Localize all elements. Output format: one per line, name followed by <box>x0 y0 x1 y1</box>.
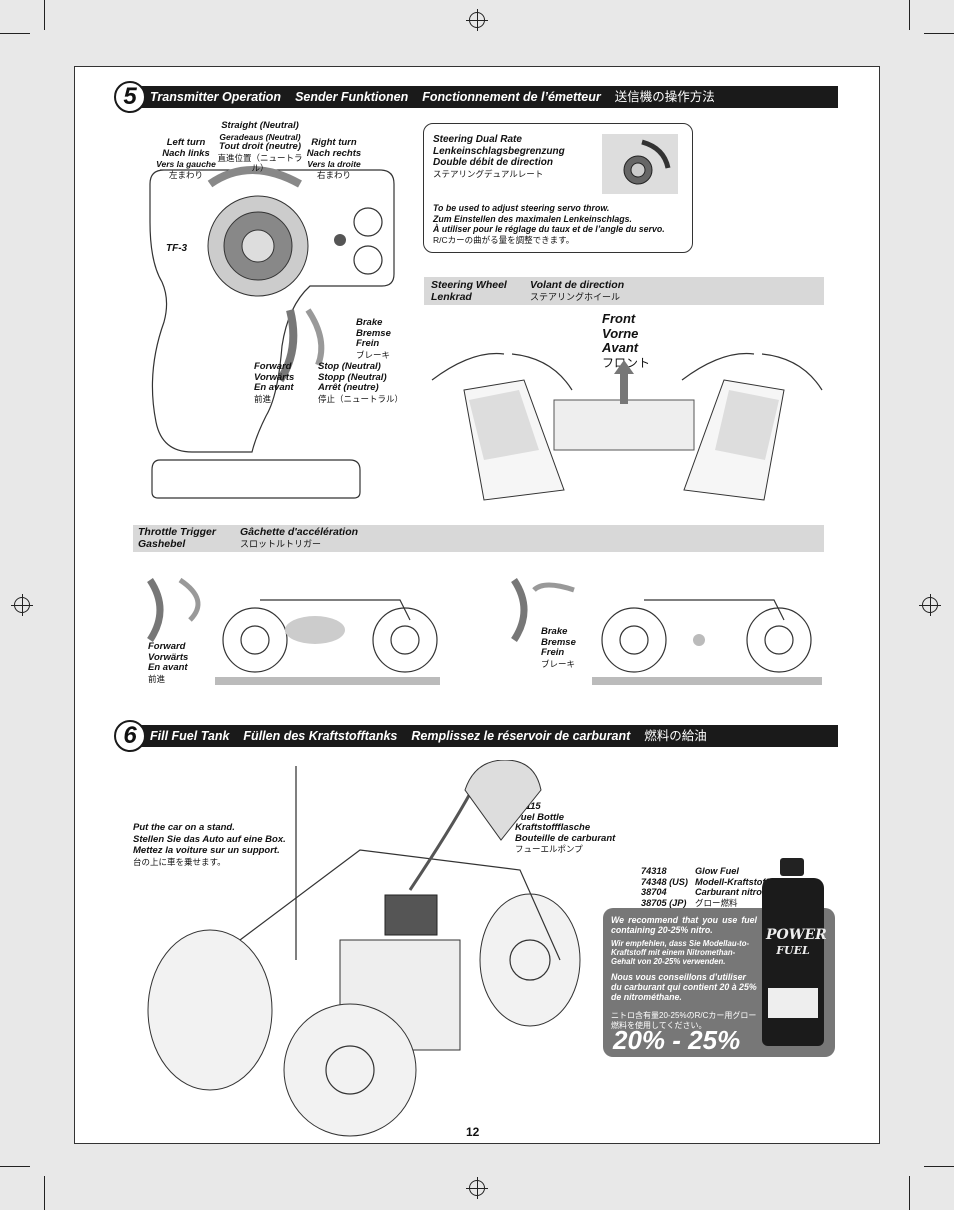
transmitter-brand-label: TF-3 <box>166 243 188 254</box>
registration-mark <box>466 1177 488 1199</box>
title-jp: 送信機の操作方法 <box>614 90 715 104</box>
dual-rate-knob-illustration <box>602 134 678 194</box>
recommend-en: We recommend that you use fuel containin… <box>611 915 757 935</box>
crop-mark <box>924 33 954 34</box>
title-de: Sender Funktionen <box>295 90 409 104</box>
recommend-fr: Nous vous conseillons d’utiliser du carb… <box>611 972 757 1002</box>
registration-mark <box>11 594 33 616</box>
stop-label: Stop (Neutral)Stopp (Neutral)Arrêt (neut… <box>318 361 404 404</box>
crop-mark <box>0 33 30 34</box>
registration-mark <box>466 9 488 31</box>
crop-mark <box>909 1176 910 1210</box>
page-number: 12 <box>466 1125 480 1139</box>
title-en: Fill Fuel Tank <box>150 729 230 743</box>
can-warning-panel <box>768 988 818 1018</box>
throttle-brake-illustration <box>511 578 822 685</box>
crop-mark <box>924 1166 954 1167</box>
crop-mark <box>909 0 910 30</box>
step-number-6: 6 <box>114 720 146 752</box>
throttle-forward-illustration <box>147 577 440 685</box>
crop-mark <box>44 1176 45 1210</box>
title-en: Transmitter Operation <box>150 90 282 104</box>
recommend-jp: ニトロ含有量20-25%のR/Cカー用グロー燃料を使用してください。 <box>611 1011 757 1030</box>
title-jp: 燃料の給油 <box>644 729 707 743</box>
can-body <box>762 878 824 1046</box>
title-fr: Remplissez le réservoir de carburant <box>411 729 631 743</box>
crop-mark <box>0 1166 30 1167</box>
registration-mark <box>919 594 941 616</box>
section-5-title-bar: Transmitter Operation Sender Funktionen Fo… <box>130 86 838 108</box>
can-cap <box>780 858 804 876</box>
section-6-title-bar: Fill Fuel Tank Füllen des Kraftstofftanks… <box>130 725 838 747</box>
stand-instruction: Put the car on a stand.Stellen Sie das A… <box>133 822 286 867</box>
step-number-5: 5 <box>114 81 146 113</box>
title-de: Füllen des Kraftstofftanks <box>243 729 398 743</box>
dual-rate-text: To be used to adjust steering servo thro… <box>433 203 665 245</box>
straight-label: Straight (Neutral)Geradeaus (Neutral)Tou… <box>217 120 303 173</box>
nitro-percent: 20% - 25% <box>613 1025 741 1055</box>
title-fr: Fonctionnement de l’émetteur <box>422 90 601 104</box>
transmitter-illustration <box>149 166 395 499</box>
recommend-de: Wir empfehlen, dass Sie Modellau-to-Kraf… <box>611 939 750 966</box>
truck-fuel-illustration <box>147 760 581 1137</box>
steering-wheels-illustration <box>431 352 823 501</box>
crop-mark <box>44 0 45 30</box>
